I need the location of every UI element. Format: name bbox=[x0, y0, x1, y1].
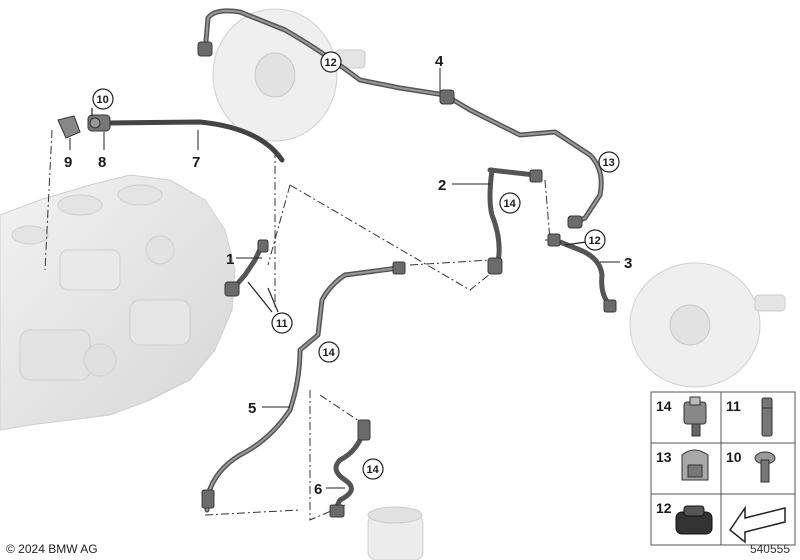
svg-text:14: 14 bbox=[323, 347, 336, 359]
document-number: 540555 bbox=[749, 542, 790, 556]
circle-callout-12-upper: 12 bbox=[320, 51, 342, 73]
callout-7: 7 bbox=[192, 154, 200, 171]
svg-text:14: 14 bbox=[504, 198, 517, 210]
vacuum-pump-ghost bbox=[367, 506, 424, 560]
callout-labels: 1 2 3 4 5 6 7 8 9 bbox=[64, 53, 632, 498]
svg-text:10: 10 bbox=[726, 449, 742, 465]
engine-block-ghost bbox=[0, 174, 236, 431]
direction-arrow-icon bbox=[728, 505, 786, 544]
circle-callout-13: 13 bbox=[598, 151, 620, 173]
circle-callout-14-c: 14 bbox=[362, 458, 384, 480]
line-3 bbox=[552, 237, 613, 308]
callout-3: 3 bbox=[624, 255, 632, 272]
line-7 bbox=[107, 119, 285, 163]
svg-text:12: 12 bbox=[325, 57, 337, 69]
screw-icon bbox=[754, 451, 776, 483]
reference-lines bbox=[44, 129, 560, 521]
line-2 bbox=[487, 167, 538, 273]
grommet-icon bbox=[675, 505, 713, 535]
svg-text:11: 11 bbox=[726, 398, 741, 414]
fittings bbox=[197, 41, 617, 518]
circle-callout-10: 10 bbox=[91, 88, 114, 116]
svg-text:13: 13 bbox=[656, 449, 672, 465]
copyright-text: © 2024 BMW AG bbox=[6, 542, 98, 556]
legend-cell-12: 12 bbox=[656, 500, 713, 535]
circle-callout-12-lower: 12 bbox=[564, 229, 606, 251]
legend-cell-arrow bbox=[728, 505, 786, 544]
callout-4: 4 bbox=[435, 53, 444, 70]
callout-8: 8 bbox=[98, 154, 106, 171]
circle-callout-14-b: 14 bbox=[318, 341, 340, 363]
svg-text:11: 11 bbox=[276, 318, 288, 330]
svg-text:10: 10 bbox=[97, 94, 109, 106]
legend-cell-13: 13 bbox=[656, 449, 709, 481]
legend-cell-14: 14 bbox=[656, 396, 707, 437]
callout-5: 5 bbox=[248, 400, 256, 417]
circle-callout-11: 11 bbox=[247, 281, 293, 334]
svg-text:14: 14 bbox=[367, 464, 380, 476]
bracket-part-9 bbox=[57, 115, 81, 139]
legend-cell-10: 10 bbox=[726, 449, 776, 483]
line-6 bbox=[332, 422, 368, 513]
hose-clip-icon bbox=[681, 449, 709, 481]
svg-text:14: 14 bbox=[656, 398, 672, 414]
svg-text:12: 12 bbox=[656, 500, 672, 516]
circled-labels: 10 11 12 12 13 14 14 bbox=[91, 51, 620, 480]
callout-1: 1 bbox=[226, 251, 234, 268]
callout-9: 9 bbox=[64, 154, 72, 171]
legend-cell-11: 11 bbox=[726, 397, 773, 437]
circle-callout-14-a: 14 bbox=[499, 192, 521, 214]
pin-icon bbox=[761, 397, 773, 437]
hose-lines bbox=[107, 8, 613, 513]
parts-legend: 14 11 13 10 bbox=[650, 391, 796, 546]
svg-text:12: 12 bbox=[589, 235, 601, 247]
svg-text:13: 13 bbox=[603, 157, 615, 169]
brake-booster-lower-ghost bbox=[629, 262, 786, 388]
brake-booster-upper-ghost bbox=[212, 8, 366, 142]
sensor-part-8 bbox=[87, 114, 111, 132]
clip-bracket-icon bbox=[683, 396, 707, 437]
callout-2: 2 bbox=[438, 177, 446, 194]
callout-6: 6 bbox=[314, 481, 322, 498]
